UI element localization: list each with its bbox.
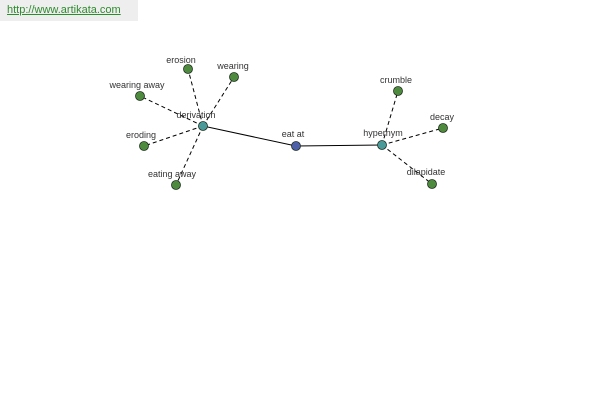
relation-label-hypernym: hypernym bbox=[363, 128, 403, 138]
edge-derivation-eating-away bbox=[175, 125, 204, 186]
word-node-crumble[interactable] bbox=[393, 86, 403, 96]
word-label-wearing: wearing bbox=[216, 61, 249, 71]
graph-edges bbox=[139, 68, 444, 186]
word-node-erosion[interactable] bbox=[183, 64, 193, 74]
word-label-wearing-away: wearing away bbox=[108, 80, 165, 90]
edge-center-hypernym bbox=[295, 144, 383, 147]
edge-hypernym-crumble bbox=[381, 90, 399, 146]
graph-labels: eat at derivation erosion wearing wearing aw… bbox=[108, 55, 454, 179]
word-node-dilapidate[interactable] bbox=[427, 179, 437, 189]
word-node-eroding[interactable] bbox=[139, 141, 149, 151]
center-node[interactable] bbox=[291, 141, 301, 151]
edge-derivation-wearing-away bbox=[139, 95, 204, 127]
site-url-link[interactable]: http://www.artikata.com bbox=[7, 4, 121, 16]
word-node-wearing[interactable] bbox=[229, 72, 239, 82]
word-label-dilapidate: dilapidate bbox=[407, 167, 446, 177]
word-label-eating-away: eating away bbox=[148, 169, 197, 179]
edge-derivation-wearing bbox=[202, 76, 235, 127]
word-node-decay[interactable] bbox=[438, 123, 448, 133]
edge-hypernym-decay bbox=[381, 127, 444, 146]
edge-derivation-erosion bbox=[187, 68, 204, 127]
word-label-crumble: crumble bbox=[380, 75, 412, 85]
word-label-decay: decay bbox=[430, 112, 455, 122]
graph-nodes bbox=[135, 64, 448, 190]
word-node-wearing-away[interactable] bbox=[135, 91, 145, 101]
edge-hypernym-dilapidate bbox=[381, 144, 433, 185]
center-node-label: eat at bbox=[282, 129, 305, 139]
relation-node-derivation[interactable] bbox=[198, 121, 208, 131]
edge-derivation-eroding bbox=[143, 125, 204, 147]
word-node-eating-away[interactable] bbox=[171, 180, 181, 190]
edge-center-derivation bbox=[202, 125, 297, 147]
word-label-erosion: erosion bbox=[166, 55, 196, 65]
relation-label-derivation: derivation bbox=[176, 110, 215, 120]
relation-node-hypernym[interactable] bbox=[377, 140, 387, 150]
url-banner: http://www.artikata.com bbox=[0, 0, 138, 21]
word-label-eroding: eroding bbox=[126, 130, 156, 140]
